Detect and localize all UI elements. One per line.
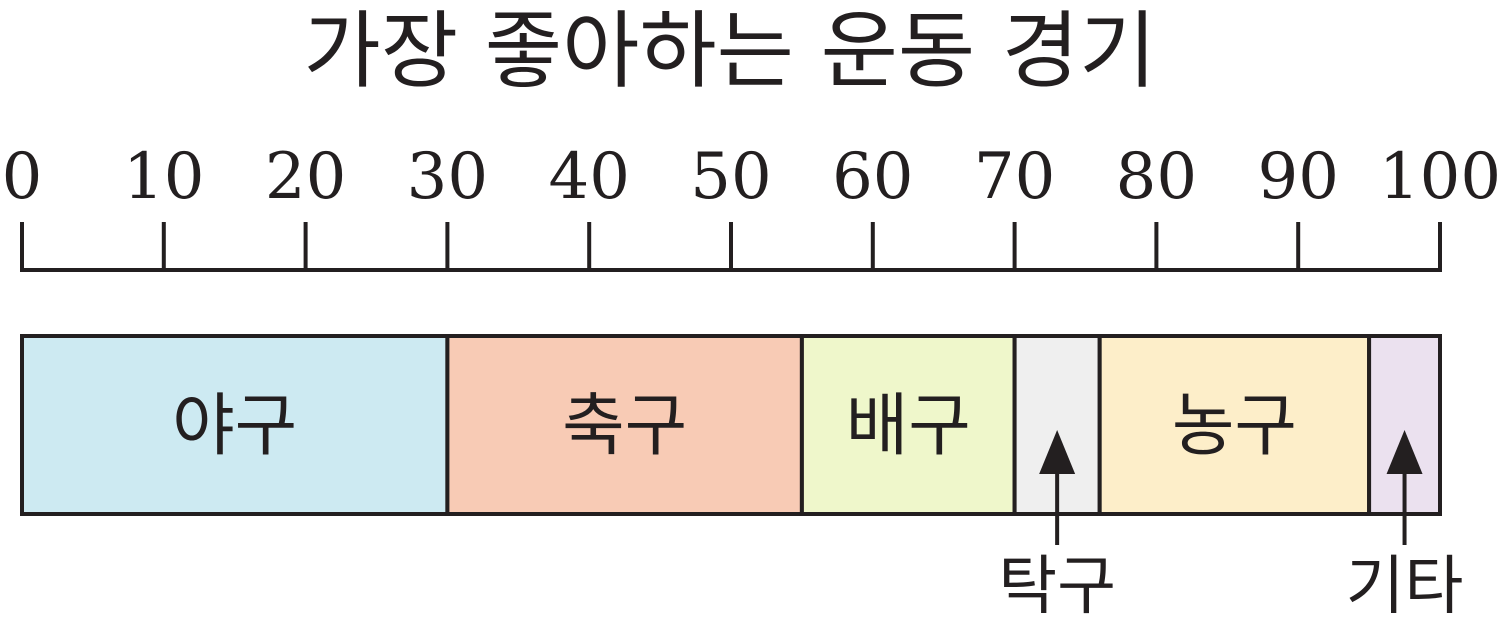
tick-label: 100	[1379, 140, 1501, 214]
tick-label: 40	[548, 140, 629, 214]
callouts: 탁구 기타	[998, 430, 1463, 624]
tick-label: 30	[407, 140, 488, 214]
bar-segment	[799, 334, 1017, 516]
callout-arrow-head	[1386, 430, 1423, 474]
tick-label: 70	[974, 140, 1055, 214]
tick-label: 80	[1116, 140, 1197, 214]
tick-label: 90	[1257, 140, 1338, 214]
axis: 0 10 20 30 40 50 60 70 80 90 100	[2, 140, 1501, 272]
tick-label: 10	[123, 140, 204, 214]
tick-label: 0	[2, 140, 43, 214]
bar-segment	[1097, 334, 1372, 516]
tick-label: 50	[690, 140, 771, 214]
tick-label: 20	[265, 140, 346, 214]
segment-label: 농구	[1172, 387, 1297, 466]
stacked-bar: 야구 축구 배구 농구	[20, 334, 1442, 516]
callout-label: 탁구	[998, 550, 1116, 624]
bar-segment	[20, 334, 450, 516]
callout-arrow-head	[1039, 430, 1076, 474]
segment-label: 축구	[562, 387, 687, 466]
segment-label: 배구	[846, 387, 971, 466]
tick-label: 60	[832, 140, 913, 214]
callout-label: 기타	[1346, 550, 1464, 624]
segment-label: 야구	[172, 387, 297, 466]
bar-segment	[445, 334, 804, 516]
chart-title: 가장 좋아하는 운동 경기	[304, 2, 1157, 100]
